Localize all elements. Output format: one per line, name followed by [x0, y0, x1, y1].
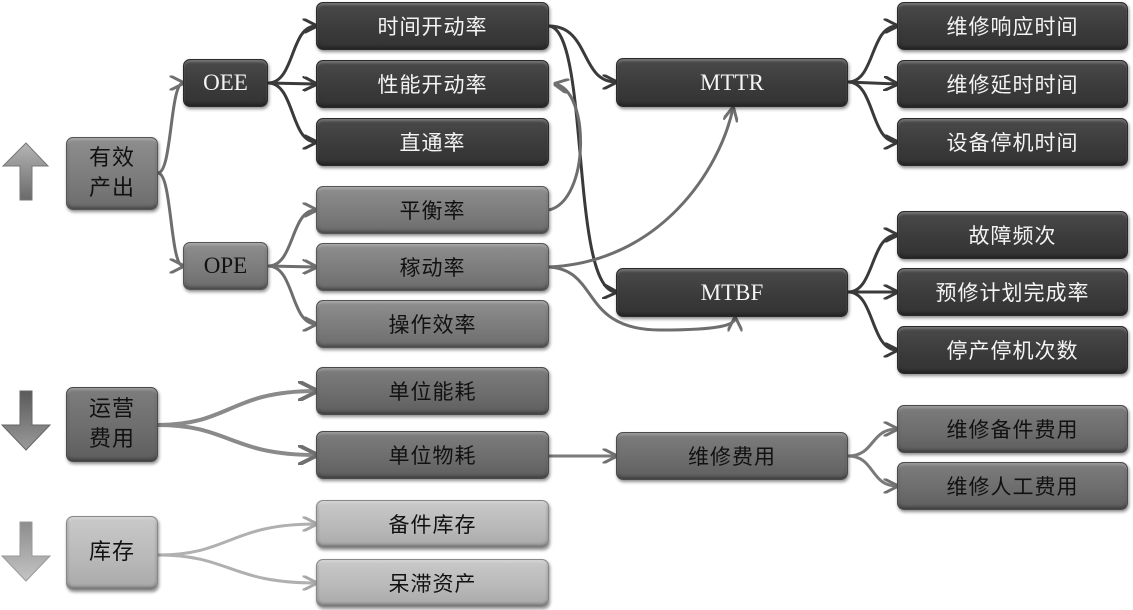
arrow-up-icon [1, 142, 50, 201]
node-mttr: MTTR [616, 58, 848, 107]
root-label-line1: 库存 [88, 540, 135, 565]
node-oee: OEE [183, 59, 268, 107]
node-repair-delay-time: 维修延时时间 [897, 60, 1128, 108]
link-oee-perf [267, 83, 316, 84]
root-operating-cost: 运营 费用 [66, 387, 158, 462]
root-label-line2: 费用 [88, 426, 135, 452]
link-output-oee [157, 83, 183, 175]
node-utilization-rate: 稼动率 [316, 243, 549, 291]
node-time-utilization: 时间开动率 [316, 2, 549, 50]
link-balance-perf [548, 84, 582, 212]
link-time-mttr [548, 24, 616, 82]
link-opex-energy [157, 391, 316, 427]
link-oee-fpy [267, 81, 316, 142]
link-cost-labor [847, 454, 897, 486]
link-inv-spare [157, 524, 316, 557]
link-util-mtbf [548, 265, 735, 330]
node-operating-efficiency: 操作效率 [316, 300, 549, 348]
link-inv-idle [157, 553, 316, 583]
node-spare-parts-cost: 维修备件费用 [897, 405, 1128, 453]
root-label-line2: 产出 [88, 175, 135, 201]
node-production-stop-count: 停产停机次数 [897, 326, 1128, 374]
link-ope-balance [267, 210, 316, 268]
link-output-ope [157, 171, 183, 266]
link-mtbf-failure [847, 235, 897, 294]
link-mttr-response [847, 26, 897, 84]
link-mttr-delay [847, 82, 897, 84]
link-opex-material [157, 423, 316, 455]
node-mtbf: MTBF [616, 268, 848, 317]
node-repair-response-time: 维修响应时间 [897, 2, 1128, 50]
root-label-line1: 有效 [88, 145, 135, 171]
arrow-down-icon [0, 521, 52, 582]
node-ope: OPE [183, 242, 268, 290]
node-pm-plan-completion: 预修计划完成率 [897, 268, 1128, 316]
link-oee-time [267, 26, 316, 85]
link-time-mtbf [548, 24, 616, 292]
link-ope-opeff [267, 264, 316, 324]
link-util-mttr [548, 108, 733, 269]
node-equipment-downtime: 设备停机时间 [897, 118, 1128, 166]
link-ope-util [267, 266, 316, 267]
node-labor-cost: 维修人工费用 [897, 462, 1128, 510]
node-balance-rate: 平衡率 [316, 186, 549, 234]
node-unit-material: 单位物耗 [316, 431, 549, 479]
link-cost-spare [847, 429, 897, 458]
link-mttr-downtime [847, 80, 897, 142]
link-mtbf-stop [847, 290, 897, 350]
node-maintenance-cost: 维修费用 [616, 432, 848, 480]
node-idle-assets: 呆滞资产 [316, 559, 549, 607]
node-performance-utilization: 性能开动率 [316, 60, 549, 108]
arrow-down-icon [0, 390, 52, 451]
root-label-line1: 运营 [88, 396, 135, 422]
root-effective-output: 有效 产出 [66, 137, 158, 210]
node-unit-energy: 单位能耗 [316, 367, 549, 415]
node-first-pass-yield: 直通率 [316, 118, 549, 166]
node-failure-frequency: 故障频次 [897, 211, 1128, 259]
root-inventory: 库存 [66, 516, 158, 590]
node-spare-parts-inventory: 备件库存 [316, 500, 549, 548]
